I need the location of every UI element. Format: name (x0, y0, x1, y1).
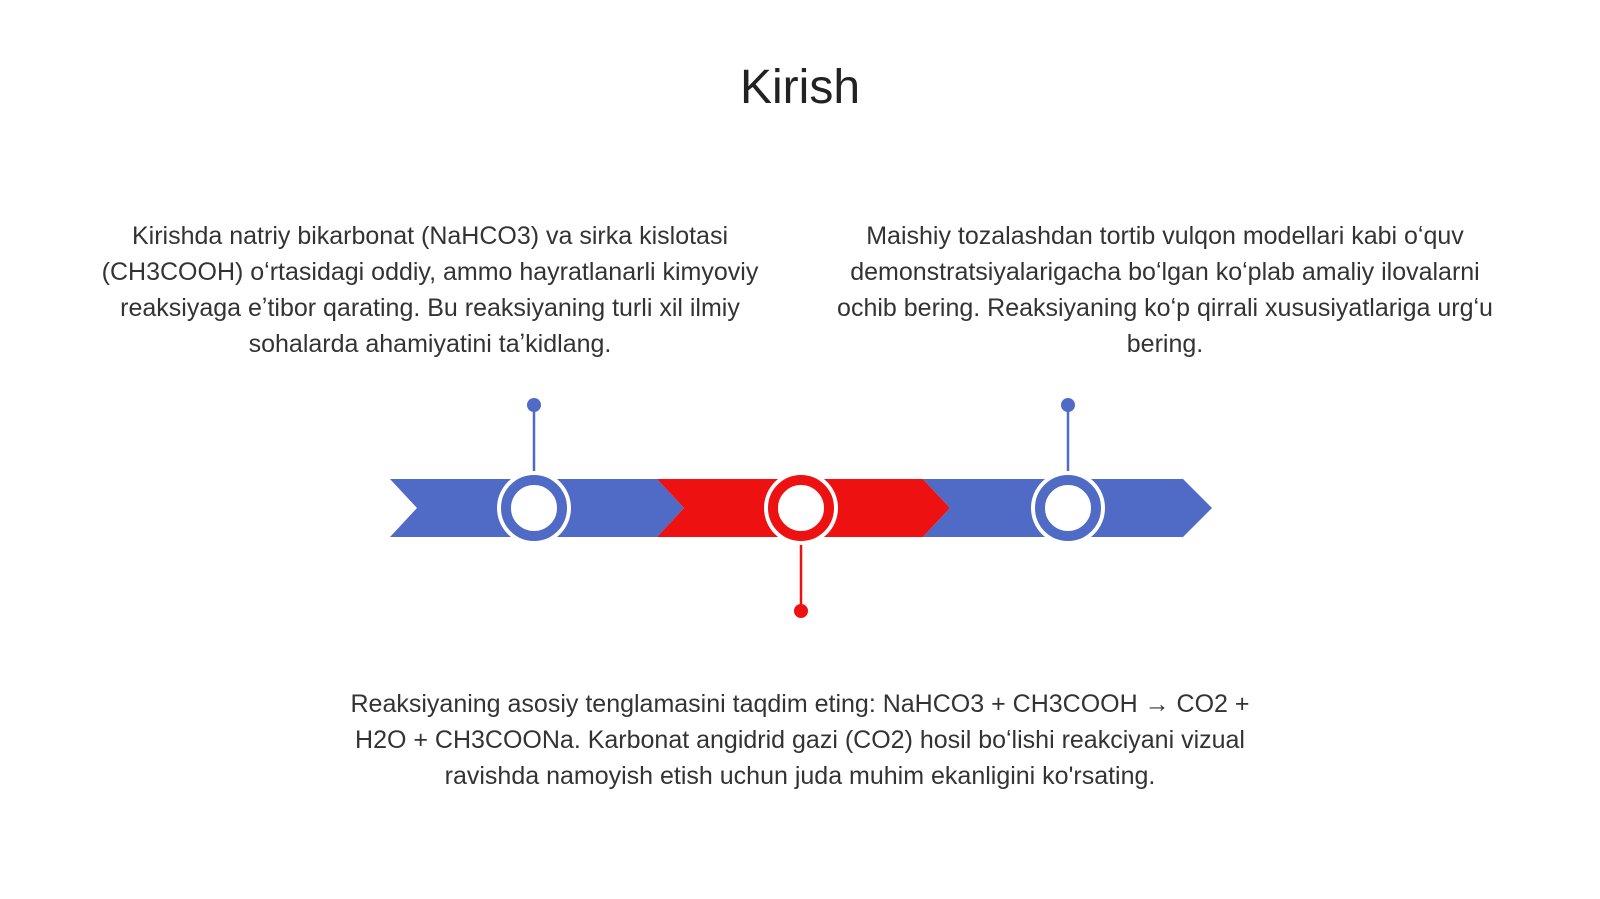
milestone-2-dot (794, 604, 808, 618)
slide-title: Kirish (739, 61, 861, 114)
milestone-2-ring (768, 475, 834, 541)
text-block-applications: Maishiy tozalashdan tortib vulqon modell… (837, 222, 1493, 358)
text-block-introduction: Kirishda natriy bikarbonat (NaHCO3) va s… (101, 222, 759, 358)
milestone-1-dot (527, 398, 541, 412)
milestone-3-ring (1035, 475, 1101, 541)
milestone-1-ring (501, 475, 567, 541)
milestone-3-dot (1061, 398, 1075, 412)
text-block-equation: Reaksiyaning asosiy tenglamasini taqdim … (350, 690, 1250, 790)
